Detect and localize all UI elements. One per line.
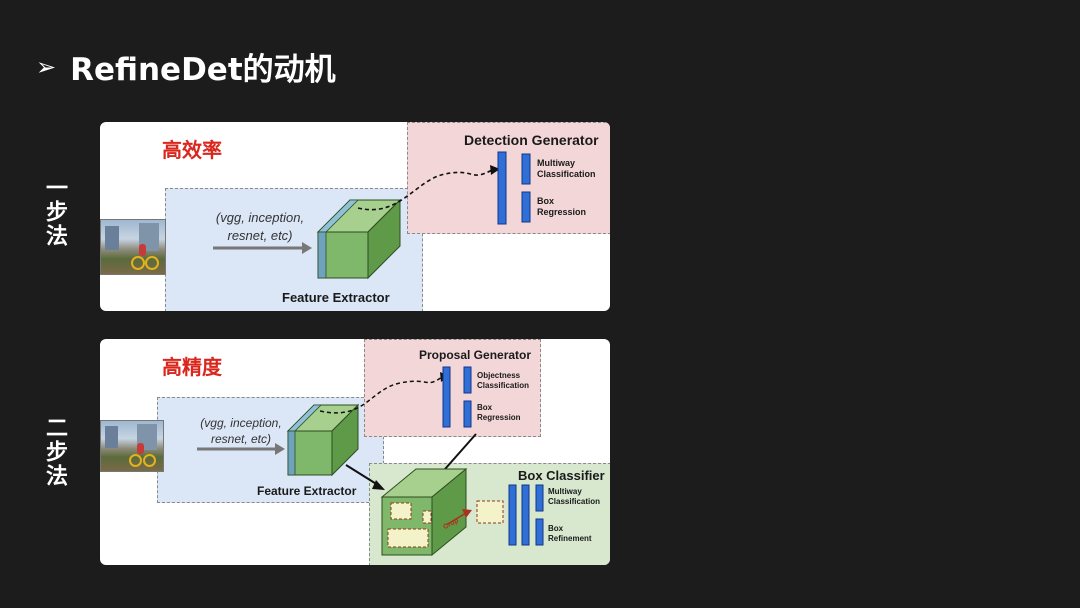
dashed-connector bbox=[357, 169, 493, 211]
detection-generator-region bbox=[407, 122, 610, 234]
two-stage-side-label: 二步法 bbox=[42, 416, 67, 488]
detection-generator-label: Detection Generator bbox=[464, 132, 599, 148]
classification-bar bbox=[521, 153, 531, 185]
backbone-text-line1: (vgg, inception, bbox=[215, 210, 305, 225]
feature-extractor-label: Feature Extractor bbox=[282, 290, 390, 305]
feature-bar bbox=[497, 151, 507, 225]
input-image-2 bbox=[100, 420, 164, 472]
cropped-region bbox=[476, 500, 504, 524]
feature-cube bbox=[316, 198, 402, 280]
efficiency-heading: 高效率 bbox=[162, 138, 222, 162]
two-stage-diagram: 高精度 (vgg, inception, resnet, etc) Featur… bbox=[100, 339, 610, 565]
backbone-text-line2: resnet, etc) bbox=[227, 228, 293, 243]
input-image bbox=[100, 219, 166, 275]
feature-cube-2 bbox=[286, 403, 360, 477]
regression-bar bbox=[521, 191, 531, 223]
backbone-text-2-line1: (vgg, inception, bbox=[200, 416, 282, 430]
accuracy-heading: 高精度 bbox=[162, 355, 222, 379]
two-stage-graphics: Crop bbox=[197, 366, 544, 557]
one-stage-diagram: 高效率 (vgg, inception, resnet, etc) Featur… bbox=[100, 122, 610, 311]
proposal-generator-region bbox=[364, 339, 541, 437]
one-stage-graphics bbox=[213, 151, 531, 280]
backbone-text-2-line2: resnet, etc) bbox=[210, 432, 272, 446]
box-classifier-label: Box Classifier bbox=[518, 468, 605, 483]
proposal-generator-label: Proposal Generator bbox=[419, 348, 532, 362]
slide-title: ➢ RefineDet的动机 bbox=[36, 44, 336, 89]
one-stage-side-label: 一步法 bbox=[42, 176, 67, 248]
proposal-cube bbox=[380, 467, 468, 557]
feature-extractor-label-2: Feature Extractor bbox=[257, 484, 357, 498]
arrow-right-icon: ➢ bbox=[36, 52, 57, 81]
slide-title-text: RefineDet的动机 bbox=[70, 52, 336, 88]
